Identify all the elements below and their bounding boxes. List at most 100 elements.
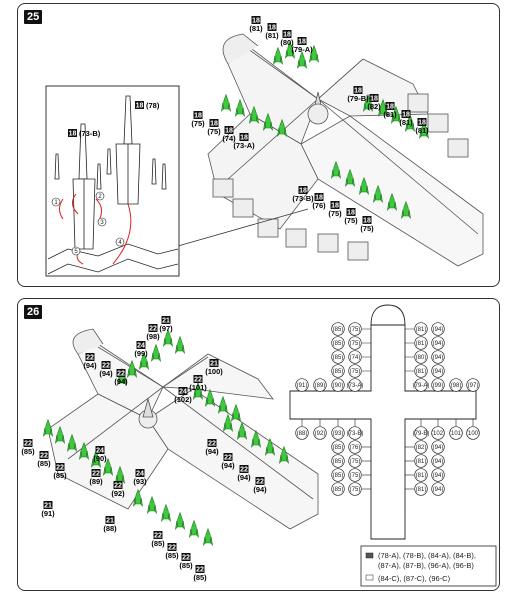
part-label: 24(99) <box>134 341 148 358</box>
svg-text:(94): (94) <box>433 369 444 375</box>
detail-step-4: 4 <box>118 240 122 246</box>
plan-part-marker: (81) <box>414 364 428 378</box>
svg-text:(75): (75) <box>350 327 361 333</box>
part-label: 24(90) <box>93 446 107 463</box>
svg-text:18: 18 <box>136 103 144 110</box>
svg-text:(100): (100) <box>205 367 223 376</box>
svg-text:24: 24 <box>136 471 144 478</box>
part-label: 18(73-B) <box>292 186 314 203</box>
svg-text:(81): (81) <box>415 126 429 135</box>
svg-text:18: 18 <box>210 121 218 128</box>
svg-text:(98): (98) <box>146 332 160 341</box>
part-label: 18(79-B) <box>347 86 369 103</box>
detail-pinnacles <box>47 95 179 275</box>
svg-text:18: 18 <box>240 135 248 142</box>
green-pinnacle <box>221 93 231 112</box>
plan-part-marker: (73-A) <box>347 378 363 392</box>
green-pinnacle <box>193 381 203 400</box>
part-label: 18(75) <box>191 111 205 128</box>
svg-text:(73-B): (73-B) <box>347 431 364 437</box>
svg-text:22: 22 <box>114 483 122 490</box>
green-pinnacle <box>263 112 273 131</box>
placement-plan <box>289 304 477 540</box>
svg-text:(75): (75) <box>350 487 361 493</box>
svg-text:(88): (88) <box>297 431 308 437</box>
plan-part-marker: (85) <box>331 440 345 454</box>
svg-text:(94): (94) <box>433 355 444 361</box>
svg-text:18: 18 <box>194 113 202 120</box>
svg-text:24: 24 <box>179 389 187 396</box>
part-label: 22(85) <box>165 543 179 560</box>
svg-text:(94): (94) <box>114 377 128 386</box>
plan-part-marker: (85) <box>331 364 345 378</box>
svg-text:(79-A): (79-A) <box>291 45 313 54</box>
svg-text:(85): (85) <box>37 459 51 468</box>
svg-text:18: 18 <box>252 18 260 25</box>
svg-text:(94): (94) <box>83 361 97 370</box>
green-pinnacle <box>387 192 397 211</box>
svg-text:(80): (80) <box>416 355 427 361</box>
green-pinnacle <box>147 495 157 514</box>
legend-dark-line1: (78-A), (78-B), (84-A), (84-B), <box>378 551 476 560</box>
green-pinnacles <box>221 40 429 219</box>
green-pinnacle <box>133 488 143 507</box>
plan-part-marker: (75) <box>348 482 362 496</box>
svg-text:(80): (80) <box>280 38 294 47</box>
svg-text:(100): (100) <box>466 431 480 437</box>
svg-text:(81): (81) <box>416 487 427 493</box>
step-25-illustration: 1 2 3 4 5 18 (78) 18 (73-B) 18(81)18(81)… <box>45 16 484 277</box>
plan-part-marker: (93) <box>331 426 345 440</box>
plan-part-marker: (90) <box>331 378 345 392</box>
svg-text:(94): (94) <box>433 459 444 465</box>
part-label: 22(85) <box>151 531 165 548</box>
svg-text:(76): (76) <box>350 445 361 451</box>
svg-text:(79-A): (79-A) <box>413 383 430 389</box>
svg-text:(81): (81) <box>249 24 263 33</box>
svg-text:(79-B): (79-B) <box>413 431 430 437</box>
legend-light-swatch <box>365 574 374 581</box>
part-label: 21(91) <box>41 501 55 518</box>
svg-text:(94): (94) <box>433 341 444 347</box>
plan-part-marker: (94) <box>431 454 445 468</box>
green-pinnacle <box>273 46 283 65</box>
part-label: 18(74) <box>222 126 236 143</box>
plan-part-marker: (100) <box>466 426 480 440</box>
plan-part-marker: (94) <box>431 482 445 496</box>
plan-part-marker: (75) <box>348 468 362 482</box>
plan-part-marker: (91) <box>295 378 309 392</box>
plan-part-marker: (85) <box>331 350 345 364</box>
svg-text:(74): (74) <box>222 134 236 143</box>
svg-text:22: 22 <box>92 471 100 478</box>
svg-text:(75): (75) <box>360 224 374 233</box>
part-label: 18(79-A) <box>291 37 313 54</box>
svg-text:(81): (81) <box>416 341 427 347</box>
svg-text:24: 24 <box>96 448 104 455</box>
svg-text:(79-B): (79-B) <box>347 94 369 103</box>
part-labels: 18(81)18(81)18(80)18(79-A)18(79-B)18(82)… <box>191 16 429 233</box>
plan-part-marker: (99) <box>431 378 445 392</box>
part-labels: 21(97)22(98)24(99)22(94)22(94)22(94)21(1… <box>21 316 267 582</box>
svg-text:(75): (75) <box>207 127 221 136</box>
svg-text:18: 18 <box>298 39 306 46</box>
svg-text:(85): (85) <box>333 487 344 493</box>
plan-part-marker: (85) <box>331 322 345 336</box>
svg-text:(90): (90) <box>333 383 344 389</box>
svg-text:(93): (93) <box>333 431 344 437</box>
detail-step-3: 3 <box>100 220 104 226</box>
svg-text:(94): (94) <box>433 445 444 451</box>
green-pinnacle <box>405 113 415 132</box>
green-pinnacle <box>151 343 161 362</box>
part-label: 22(94) <box>114 369 128 386</box>
svg-text:(94): (94) <box>221 461 235 470</box>
svg-text:(89): (89) <box>89 477 103 486</box>
svg-text:22: 22 <box>117 371 125 378</box>
green-pinnacle <box>161 503 171 522</box>
svg-text:(76): (76) <box>312 201 326 210</box>
green-pinnacles <box>43 328 289 546</box>
part-label: 21(100) <box>205 359 223 376</box>
part-label: 22(85) <box>193 565 207 582</box>
detail-step-2: 2 <box>98 194 102 200</box>
green-pinnacle <box>237 421 247 440</box>
svg-text:(85): (85) <box>179 561 193 570</box>
part-label: 18(75) <box>360 216 374 233</box>
